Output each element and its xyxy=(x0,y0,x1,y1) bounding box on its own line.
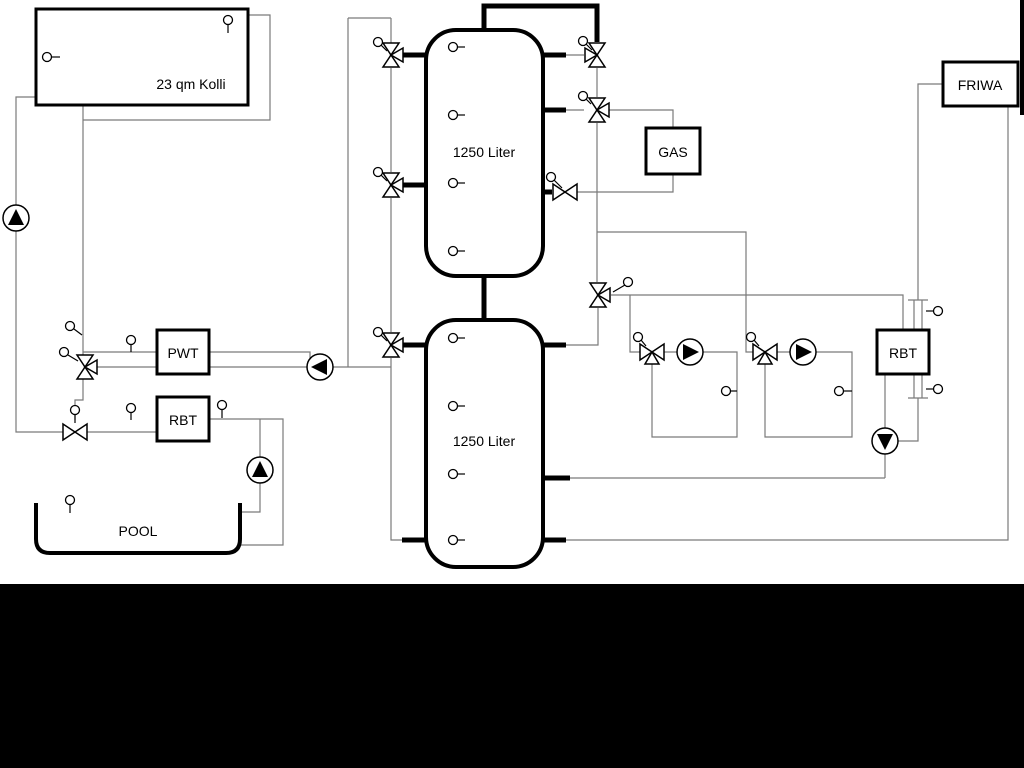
friwa-box: FRIWA xyxy=(941,60,1020,108)
solar-pump-icon xyxy=(2,204,30,232)
return-pump-icon xyxy=(871,427,899,455)
collector-label: 23 qm Kolli xyxy=(156,76,225,92)
sensor-icon xyxy=(447,41,465,53)
sensor-icon xyxy=(447,332,465,344)
sensor-icon xyxy=(125,334,137,352)
three-way-valve-icon xyxy=(381,42,404,68)
tank-bottom-label: 1250 Liter xyxy=(453,433,516,449)
sensor-icon xyxy=(447,400,465,412)
valve-actuator-icon xyxy=(58,346,79,362)
schematic-canvas: 1250 Liter 1250 Liter 23 qm Kolli GAS FR… xyxy=(2,3,1020,569)
thick-pipes xyxy=(402,3,600,543)
valve-actuator-icon xyxy=(69,404,81,423)
friwa-label: FRIWA xyxy=(958,77,1003,93)
sensor-icon xyxy=(926,383,944,395)
three-way-valve-icon xyxy=(75,354,98,380)
three-way-valve-icon xyxy=(752,342,778,365)
valve-icon xyxy=(62,422,88,442)
sensor-icon xyxy=(447,177,465,189)
heat-exchanger-pump-icon xyxy=(306,353,334,381)
tank-top-label: 1250 Liter xyxy=(453,144,516,160)
pool-label: POOL xyxy=(119,523,158,539)
valve-actuator-icon xyxy=(612,276,634,293)
rbt-right-label: RBT xyxy=(889,345,917,361)
rbt-left-label: RBT xyxy=(169,412,197,428)
valve-actuator-icon xyxy=(545,171,563,189)
valve-icon xyxy=(552,182,578,202)
sensor-icon xyxy=(64,320,83,336)
buffer-tank-bottom: 1250 Liter xyxy=(424,318,545,569)
pwt-box: PWT xyxy=(155,328,211,376)
pwt-label: PWT xyxy=(167,345,199,361)
valve-actuator-icon xyxy=(632,331,647,347)
sensor-icon xyxy=(447,468,465,480)
sensor-icon xyxy=(64,494,76,513)
sensor-icon xyxy=(720,385,737,397)
rbt-left-box: RBT xyxy=(155,395,211,443)
buffer-tank-top: 1250 Liter xyxy=(424,28,545,278)
valve-actuator-icon xyxy=(577,90,592,105)
three-way-valve-icon xyxy=(381,172,404,198)
solar-collector-box: 23 qm Kolli xyxy=(34,7,250,107)
three-way-valve-icon xyxy=(587,97,610,123)
sensor-icon xyxy=(833,385,852,397)
valve-actuator-icon xyxy=(372,326,388,342)
valve-actuator-icon xyxy=(745,331,760,347)
circuit-pump-2-icon xyxy=(789,338,817,366)
gas-boiler-box: GAS xyxy=(644,126,702,176)
sensor-icon xyxy=(125,402,137,420)
sensor-icon xyxy=(926,305,944,317)
three-way-valve-icon xyxy=(639,342,665,365)
three-way-valve-icon xyxy=(584,42,607,68)
sensor-icon xyxy=(41,51,60,63)
valve-actuator-icon xyxy=(577,35,593,51)
sensor-icon xyxy=(447,109,465,121)
sensor-icon xyxy=(222,14,234,33)
sensor-icon xyxy=(447,534,465,546)
thin-pipes xyxy=(15,14,1009,546)
valve-actuator-icon xyxy=(372,166,388,182)
pool-basin: POOL xyxy=(34,503,242,555)
rbt-right-box: RBT xyxy=(875,328,931,376)
sensor-icon xyxy=(216,399,228,418)
valve-actuator-icon xyxy=(372,36,388,52)
gas-label: GAS xyxy=(658,144,688,160)
circuit-pump-1-icon xyxy=(676,338,704,366)
bottom-black-mask xyxy=(0,584,1024,768)
three-way-valve-icon xyxy=(381,332,404,358)
right-edge-mask xyxy=(1020,0,1024,115)
sensor-icon xyxy=(447,245,465,257)
three-way-valve-icon xyxy=(588,282,611,308)
pool-pump-icon xyxy=(246,456,274,484)
